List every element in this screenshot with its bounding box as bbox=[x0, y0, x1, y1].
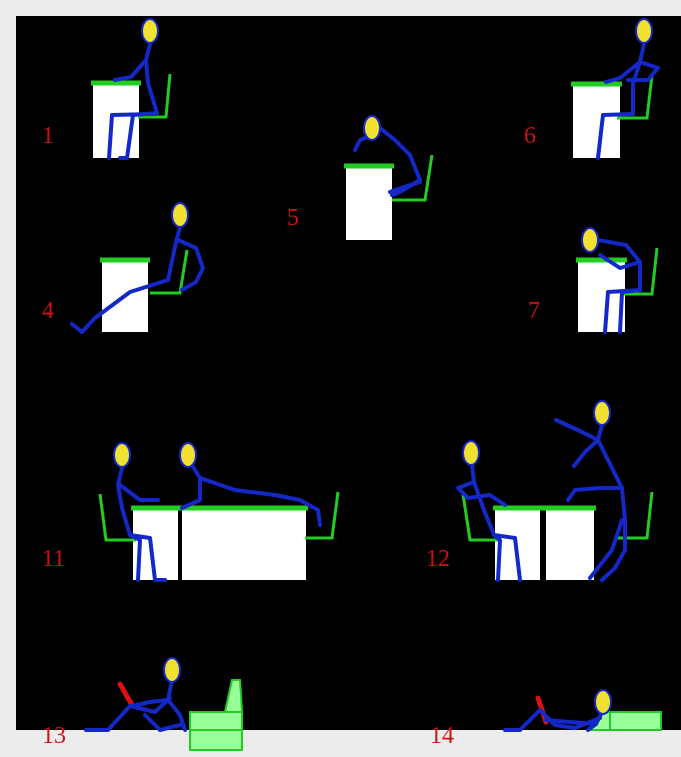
head bbox=[180, 443, 196, 467]
head bbox=[164, 658, 180, 682]
head bbox=[142, 19, 158, 43]
posture-label-12: 12 bbox=[426, 546, 450, 572]
posture-label-13: 13 bbox=[42, 723, 66, 749]
desk-right bbox=[182, 508, 306, 580]
pillow bbox=[607, 712, 661, 730]
head bbox=[582, 228, 598, 252]
desk bbox=[346, 166, 392, 240]
pillow-base bbox=[190, 712, 242, 730]
posture-label-7: 7 bbox=[528, 298, 540, 324]
desk bbox=[573, 84, 620, 158]
posture-label-1: 1 bbox=[42, 123, 54, 149]
desk-right bbox=[546, 508, 594, 580]
head bbox=[172, 203, 188, 227]
head bbox=[594, 401, 610, 425]
posture-label-5: 5 bbox=[287, 205, 299, 231]
head bbox=[463, 441, 479, 465]
head bbox=[636, 19, 652, 43]
desk bbox=[578, 260, 625, 332]
posture-label-4: 4 bbox=[42, 298, 54, 324]
posture-label-14: 14 bbox=[430, 723, 454, 749]
head bbox=[364, 116, 380, 140]
posture-label-6: 6 bbox=[524, 123, 536, 149]
page-bottom-margin bbox=[0, 730, 681, 757]
posture-label-11: 11 bbox=[42, 546, 65, 572]
head bbox=[114, 443, 130, 467]
head bbox=[595, 690, 611, 714]
